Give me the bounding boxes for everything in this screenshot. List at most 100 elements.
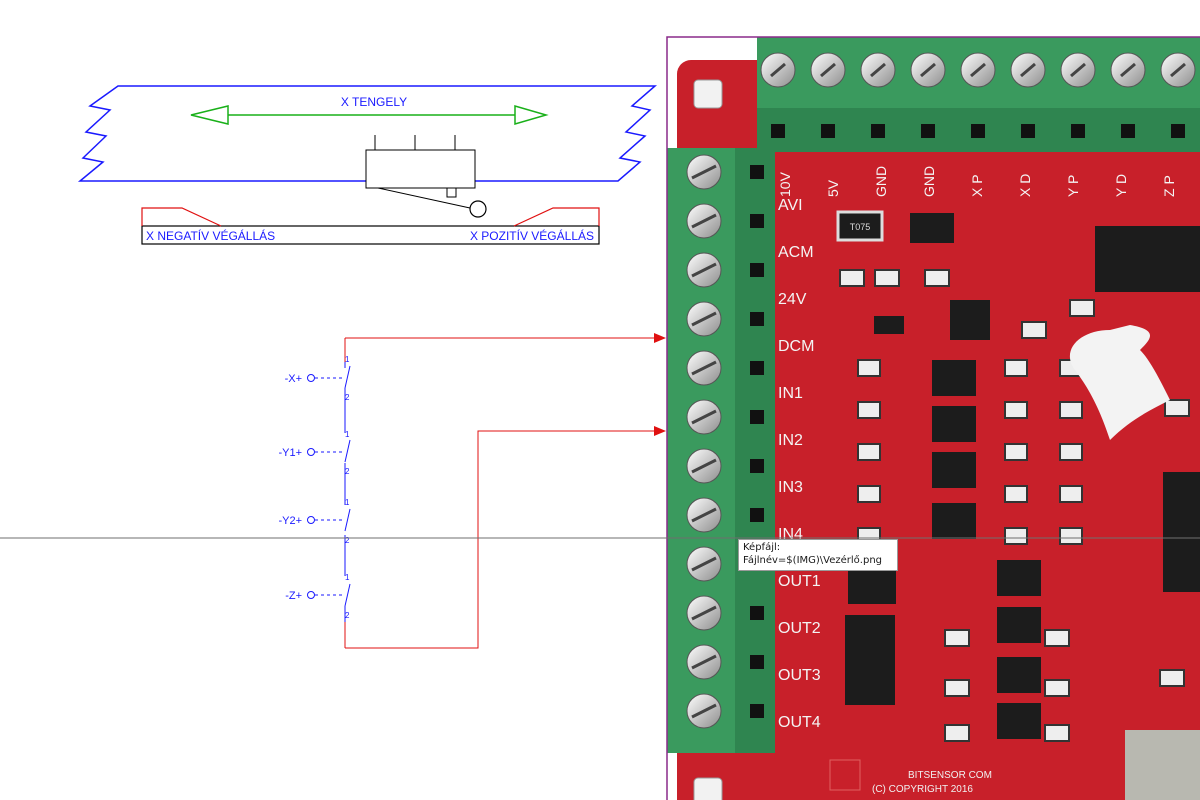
terminal-screw: [686, 497, 764, 533]
footer-copyright: (C) COPYRIGHT 2016: [872, 784, 973, 795]
smd-component: [1069, 299, 1095, 317]
arrow-in2: [654, 426, 666, 436]
terminal-screw: [686, 448, 764, 484]
terminal-label: 5V: [825, 179, 841, 197]
terminal-label: IN1: [778, 385, 803, 402]
smd-component: [857, 485, 881, 503]
terminal-screw: [686, 252, 764, 288]
controller-board-image[interactable]: AVIACM24VDCMIN1IN2IN3IN4OUT1OUT2OUT3OUT4…: [666, 36, 1200, 800]
terminal-label: OUT2: [778, 620, 821, 637]
switch-chain: -X+ 1 2 -Y1+ 1 2 -Y2+ 1 2: [278, 333, 666, 649]
smd-component: [1044, 679, 1070, 697]
smd-component: [924, 269, 950, 287]
terminal-label: Y P: [1065, 175, 1081, 197]
optocoupler: [997, 703, 1041, 739]
terminal-label: X D: [1017, 174, 1033, 197]
image-tooltip: Képfájl: Fájlnév=$(IMG)\Vezérlő.png: [738, 539, 898, 571]
terminal-label: IN2: [778, 432, 803, 449]
smd-component: [1021, 321, 1047, 339]
terminal-label: Y D: [1113, 174, 1129, 197]
carriage-block: [365, 135, 487, 218]
axis-direction-arrow: [190, 105, 549, 125]
smd-component: [1059, 443, 1083, 461]
smd-component: [1059, 485, 1083, 503]
limit-switch-y2: -Y2+ 1 2: [278, 498, 351, 545]
smd-component: [857, 401, 881, 419]
terminal-screw: [686, 154, 764, 190]
eagle-logo: [1069, 325, 1170, 440]
optocoupler: [997, 560, 1041, 596]
switch-pin-top: 1: [345, 355, 350, 364]
optocoupler: [932, 452, 976, 488]
optocoupler: [997, 657, 1041, 693]
terminal-label: OUT4: [778, 714, 821, 731]
negative-limit-label: X NEGATÍV VÉGÁLLÁS: [146, 228, 275, 243]
terminal-label: GND: [873, 166, 889, 197]
optocoupler: [932, 360, 976, 396]
terminal-label: Z P: [1161, 175, 1177, 197]
switch-pin-bottom: 2: [345, 611, 350, 620]
terminal-screw: [860, 52, 896, 138]
terminal-label: X P: [969, 174, 985, 197]
switch-pin-bottom: 2: [345, 536, 350, 545]
smd-component: [857, 359, 881, 377]
terminal-label: AVI: [778, 197, 803, 214]
wire-return: [345, 430, 655, 649]
terminal-screw: [686, 693, 764, 729]
smd-component: [1059, 401, 1083, 419]
smd-component: [1004, 527, 1028, 545]
switch-pin-top: 1: [345, 498, 350, 507]
switch-pin-top: 1: [345, 573, 350, 582]
terminal-label: OUT1: [778, 573, 821, 590]
switch-label: -Y1+: [278, 447, 302, 459]
axis-title: X TENGELY: [341, 95, 407, 109]
terminal-screw: [1160, 52, 1196, 138]
switch-label: -Z+: [285, 590, 302, 602]
limit-bar: [141, 225, 600, 245]
axis-rail: [77, 85, 658, 182]
optocoupler: [932, 503, 976, 539]
switch-label: -Y2+: [278, 515, 302, 527]
switch-pin-bottom: 2: [345, 393, 350, 402]
terminal-screw: [760, 52, 796, 138]
smd-component: [1164, 399, 1190, 417]
smd-component: [944, 724, 970, 742]
tooltip-filename: Fájlnév=$(IMG)\Vezérlő.png: [743, 555, 883, 566]
smd-component: [1159, 669, 1185, 687]
smd-component: [874, 269, 900, 287]
smd-component: [1059, 527, 1083, 545]
optocoupler: [997, 607, 1041, 643]
terminal-screw: [686, 350, 764, 386]
terminal-label: DCM: [778, 338, 814, 355]
terminal-screw: [686, 644, 764, 680]
terminal-screw: [1010, 52, 1046, 138]
optocoupler: [932, 406, 976, 442]
terminal-screw: [810, 52, 846, 138]
terminal-screw: [1110, 52, 1146, 138]
terminal-label: 24V: [778, 291, 807, 308]
limit-switch-y1: -Y1+ 1 2: [278, 430, 351, 476]
smd-component: [839, 269, 865, 287]
terminal-label: IN3: [778, 479, 803, 496]
terminal-screw: [686, 301, 764, 337]
smd-component: [1044, 629, 1070, 647]
positive-limit-ramp: [513, 207, 600, 227]
terminal-label: 10V: [777, 171, 793, 197]
axis-diagram: X TENGELY X NEGATÍV VÉGÁLLÁS X POZITÍV V…: [77, 85, 658, 245]
selection-frame: [666, 36, 1200, 800]
terminal-label: OUT3: [778, 667, 821, 684]
smd-component: [944, 679, 970, 697]
terminal-label: GND: [921, 166, 937, 197]
smd-component: [1004, 443, 1028, 461]
smd-component: [1004, 401, 1028, 419]
limit-switch-x: -X+ 1 2: [285, 355, 351, 402]
switch-label: -X+: [285, 373, 302, 385]
smd-component: [1004, 485, 1028, 503]
positive-limit-label: X POZITÍV VÉGÁLLÁS: [470, 228, 594, 243]
terminal-screw: [686, 595, 764, 631]
smd-component: [1004, 359, 1028, 377]
chip-label: T075: [850, 222, 871, 232]
terminal-screw: [1060, 52, 1096, 138]
terminal-label: ACM: [778, 244, 814, 261]
